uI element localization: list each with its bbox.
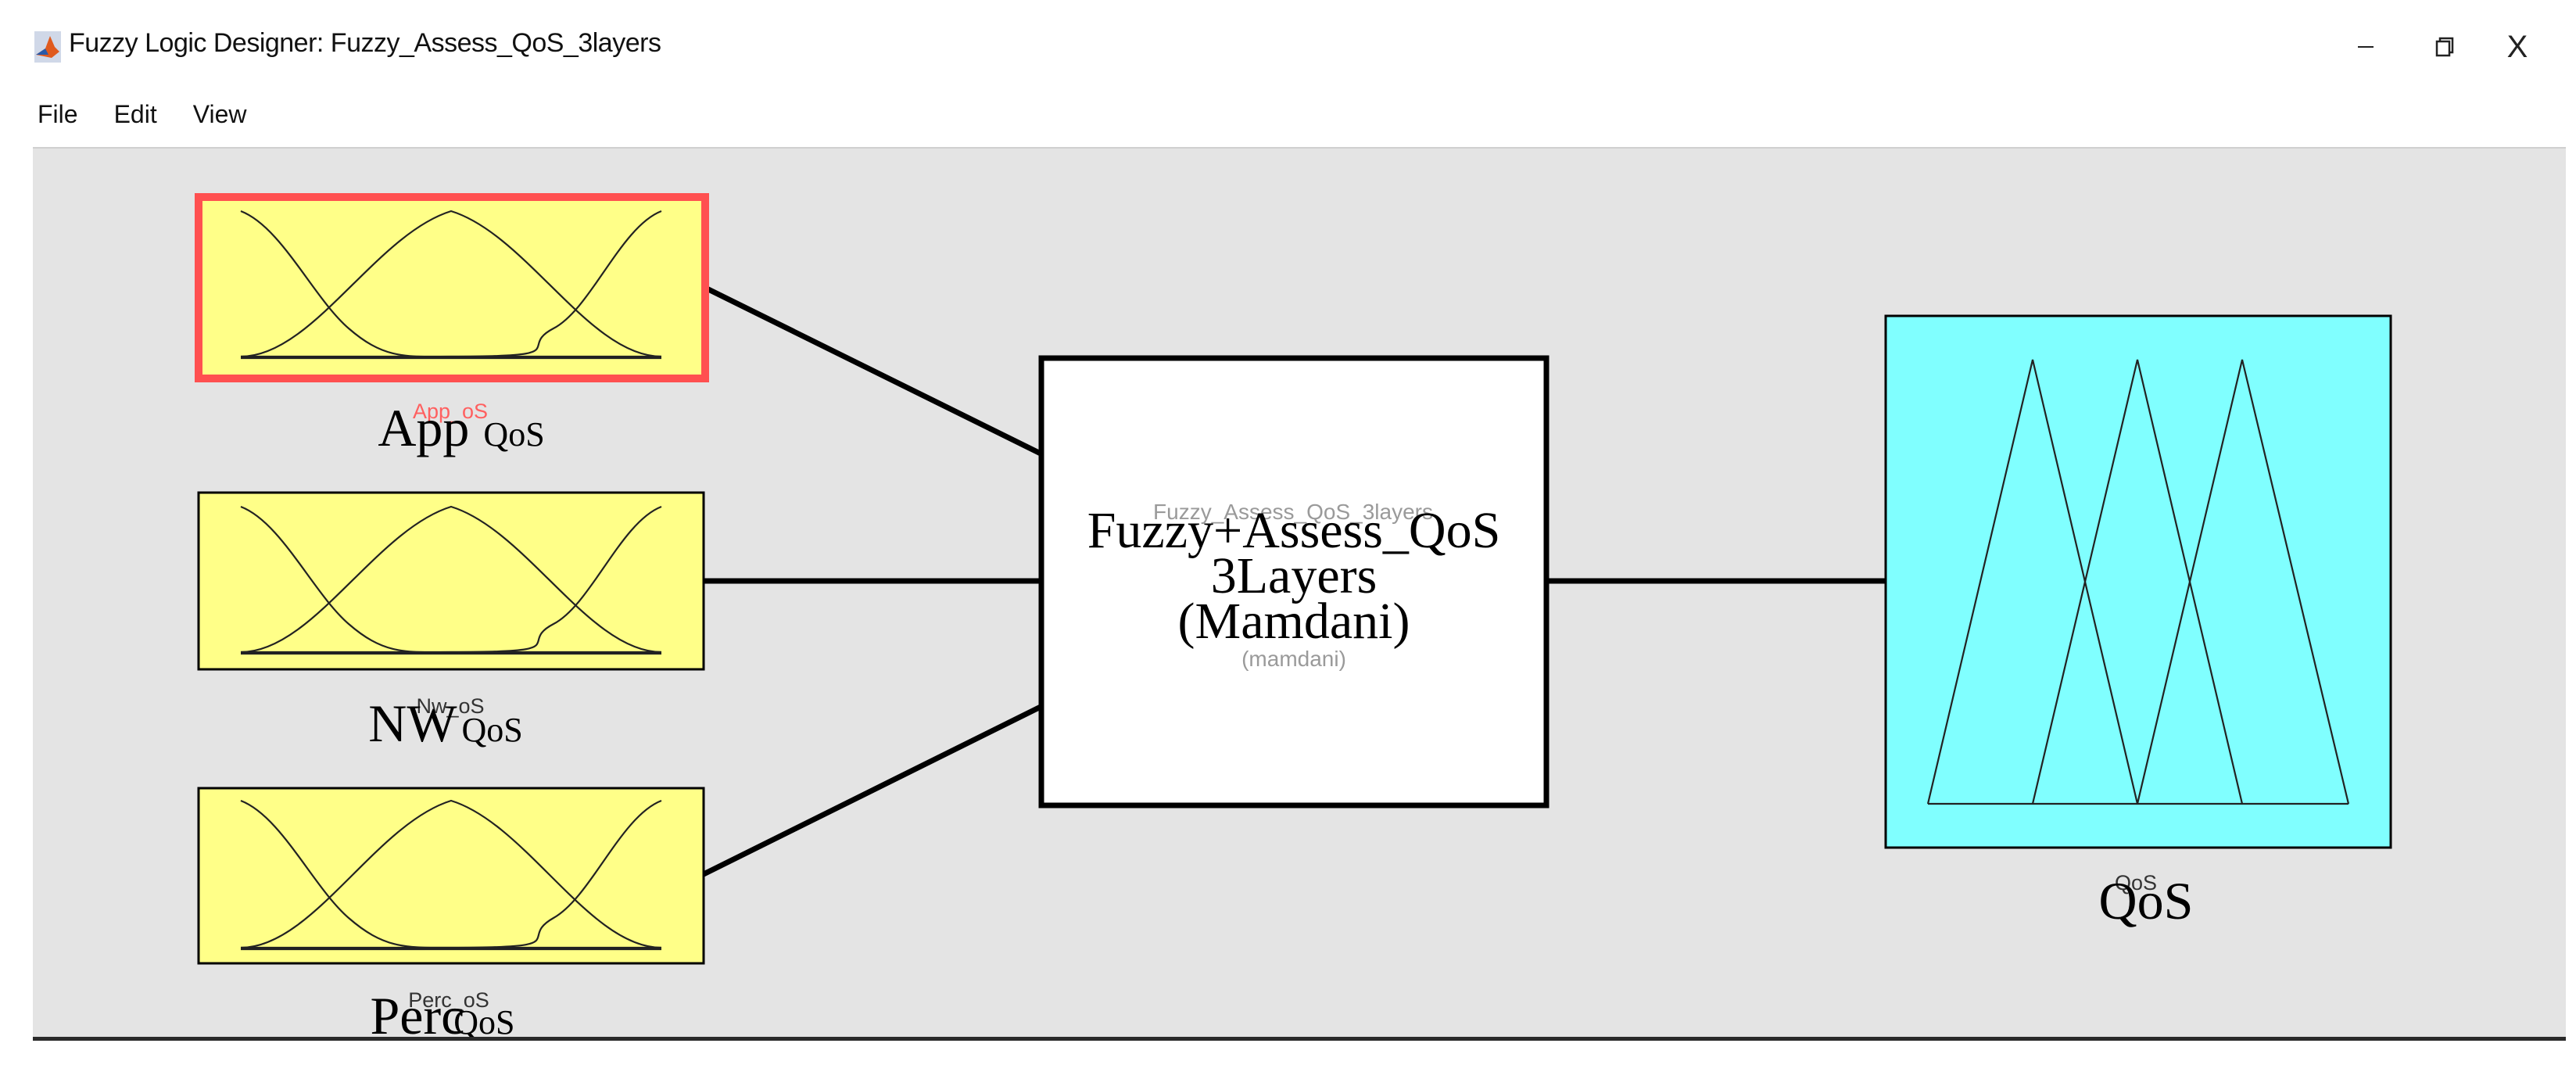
- input-label: App QoS: [378, 398, 544, 457]
- output-label: QoS: [2099, 871, 2194, 930]
- input-box[interactable]: [197, 787, 705, 965]
- close-icon: X: [2506, 29, 2528, 64]
- input-ghost-label: App_oS: [413, 400, 488, 423]
- input-label-sub: QoS: [462, 711, 523, 749]
- input-variable-app-qos[interactable]: App_oS App QoS: [195, 193, 709, 457]
- input-box[interactable]: [195, 193, 709, 382]
- input-label-sub: QoS: [483, 415, 544, 454]
- membership-curves-icon: [240, 210, 662, 360]
- title-bar: Fuzzy Logic Designer: Fuzzy_Assess_QoS_3…: [0, 0, 2576, 92]
- output-variable-qos[interactable]: QoS QoS: [1884, 314, 2392, 930]
- status-divider: [33, 1037, 2566, 1041]
- input-variable-nw-qos[interactable]: Nw_oS NW QoS: [197, 491, 705, 753]
- input-label-main: NW: [368, 694, 457, 753]
- system-ghost-type: (mamdani): [1241, 647, 1346, 671]
- fis-system-block[interactable]: Fuzzy_Assess_QoS_3layers Fuzzy+Assess_Qo…: [1038, 355, 1550, 808]
- input-label: NW QoS: [368, 694, 523, 753]
- close-button[interactable]: X: [2494, 23, 2541, 70]
- matlab-icon: [34, 31, 61, 63]
- system-ghost-name: Fuzzy_Assess_QoS_3layers: [1153, 500, 1433, 524]
- output-box[interactable]: [1884, 314, 2392, 849]
- system-title-line1: Fuzzy+Assess_QoS: [1087, 502, 1501, 559]
- menu-file[interactable]: File: [38, 99, 78, 128]
- restore-button[interactable]: [2420, 23, 2467, 70]
- input-label: Perc QoS: [370, 986, 514, 1045]
- menu-edit[interactable]: Edit: [113, 99, 157, 128]
- menu-bar: File Edit View: [31, 92, 276, 136]
- membership-curves-icon: [240, 799, 662, 951]
- triangular-membership-icon: [1926, 359, 2350, 805]
- connector-line-input1: [704, 285, 1045, 458]
- input-label-sub: QoS: [453, 1003, 514, 1042]
- membership-curves-icon: [240, 505, 662, 655]
- system-title-line2: 3Layers: [1211, 547, 1378, 604]
- minimize-icon: [2358, 46, 2374, 48]
- input-ghost-label: Nw_oS: [416, 694, 484, 718]
- menu-view[interactable]: View: [192, 99, 247, 128]
- input-label-main: Perc: [370, 986, 464, 1045]
- minimize-button[interactable]: [2342, 23, 2389, 70]
- window-title: Fuzzy Logic Designer: Fuzzy_Assess_QoS_3…: [69, 28, 661, 58]
- restore-icon: [2435, 37, 2454, 57]
- status-area: [33, 1041, 2566, 1047]
- system-box[interactable]: [1038, 355, 1550, 808]
- connector-line-input3: [702, 702, 1045, 877]
- input-ghost-label: Perc_oS: [408, 988, 489, 1012]
- system-title-line3: (Mamdani): [1178, 593, 1410, 650]
- output-ghost-label: QoS: [2115, 871, 2157, 895]
- input-variable-perc-qos[interactable]: Perc_oS Perc QoS: [197, 787, 705, 1045]
- input-label-main: App: [378, 398, 469, 457]
